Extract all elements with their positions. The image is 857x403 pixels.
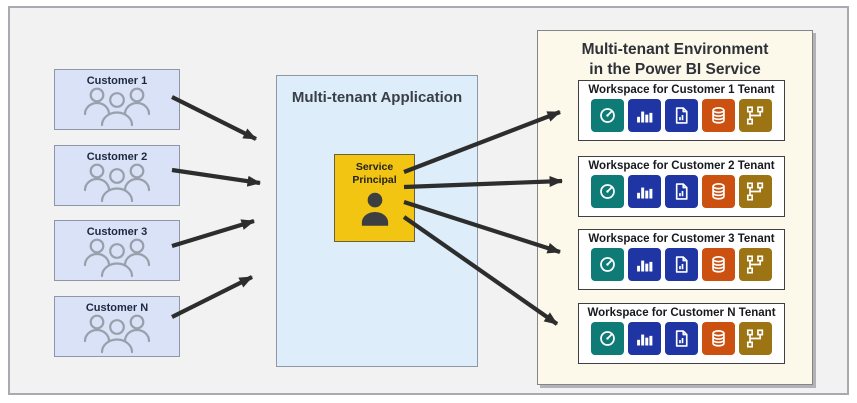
dataflow-icon [739,175,772,208]
database-icon [702,99,735,132]
customer-box-n: Customer N [54,296,180,357]
paginated-report-icon [665,99,698,132]
users-icon [83,87,151,127]
service-principal-box: Service Principal [334,154,415,242]
customer-box-2: Customer 2 [54,145,180,206]
diagram-frame: Customer 1 Customer 2 Customer 3 Custome… [8,6,849,395]
workspace-box-2: Workspace for Customer 2 Tenant [578,156,785,217]
dashboard-icon [591,248,624,281]
database-icon [702,322,735,355]
report-icon [628,322,661,355]
paginated-report-icon [665,248,698,281]
workspace-box-n: Workspace for Customer N Tenant [578,303,785,364]
customer-label: Customer N [85,302,149,314]
customer-label: Customer 1 [86,75,148,87]
database-icon [702,175,735,208]
app-title: Multi-tenant Application [291,89,463,106]
customer-label: Customer 2 [86,151,148,163]
paginated-report-icon [665,175,698,208]
customer-box-1: Customer 1 [54,69,180,130]
users-icon [83,238,151,278]
workspace-icon-row [579,175,784,208]
dataflow-icon [739,248,772,281]
users-icon [83,314,151,354]
environment-title: Multi-tenant Environment in the Power BI… [581,41,769,78]
multi-tenant-application-box: Multi-tenant Application Service Princip… [276,75,478,367]
customer-label: Customer 3 [86,226,148,238]
workspace-title: Workspace for Customer N Tenant [587,307,776,319]
workspace-box-3: Workspace for Customer 3 Tenant [578,229,785,290]
powerbi-environment-box: Multi-tenant Environment in the Power BI… [537,30,813,385]
report-icon [628,248,661,281]
workspace-title: Workspace for Customer 1 Tenant [588,84,775,96]
person-icon [361,192,388,227]
workspace-icon-row [579,322,784,355]
database-icon [702,248,735,281]
workspace-title: Workspace for Customer 3 Tenant [588,233,775,245]
workspace-title: Workspace for Customer 2 Tenant [588,160,775,172]
workspace-icon-row [579,99,784,132]
workspace-box-1: Workspace for Customer 1 Tenant [578,80,785,141]
report-icon [628,175,661,208]
dataflow-icon [739,99,772,132]
dashboard-icon [591,322,624,355]
dashboard-icon [591,175,624,208]
customer-box-3: Customer 3 [54,220,180,281]
report-icon [628,99,661,132]
dashboard-icon [591,99,624,132]
dataflow-icon [739,322,772,355]
paginated-report-icon [665,322,698,355]
users-icon [83,163,151,203]
service-principal-label: Service Principal [352,161,397,187]
workspace-icon-row [579,248,784,281]
